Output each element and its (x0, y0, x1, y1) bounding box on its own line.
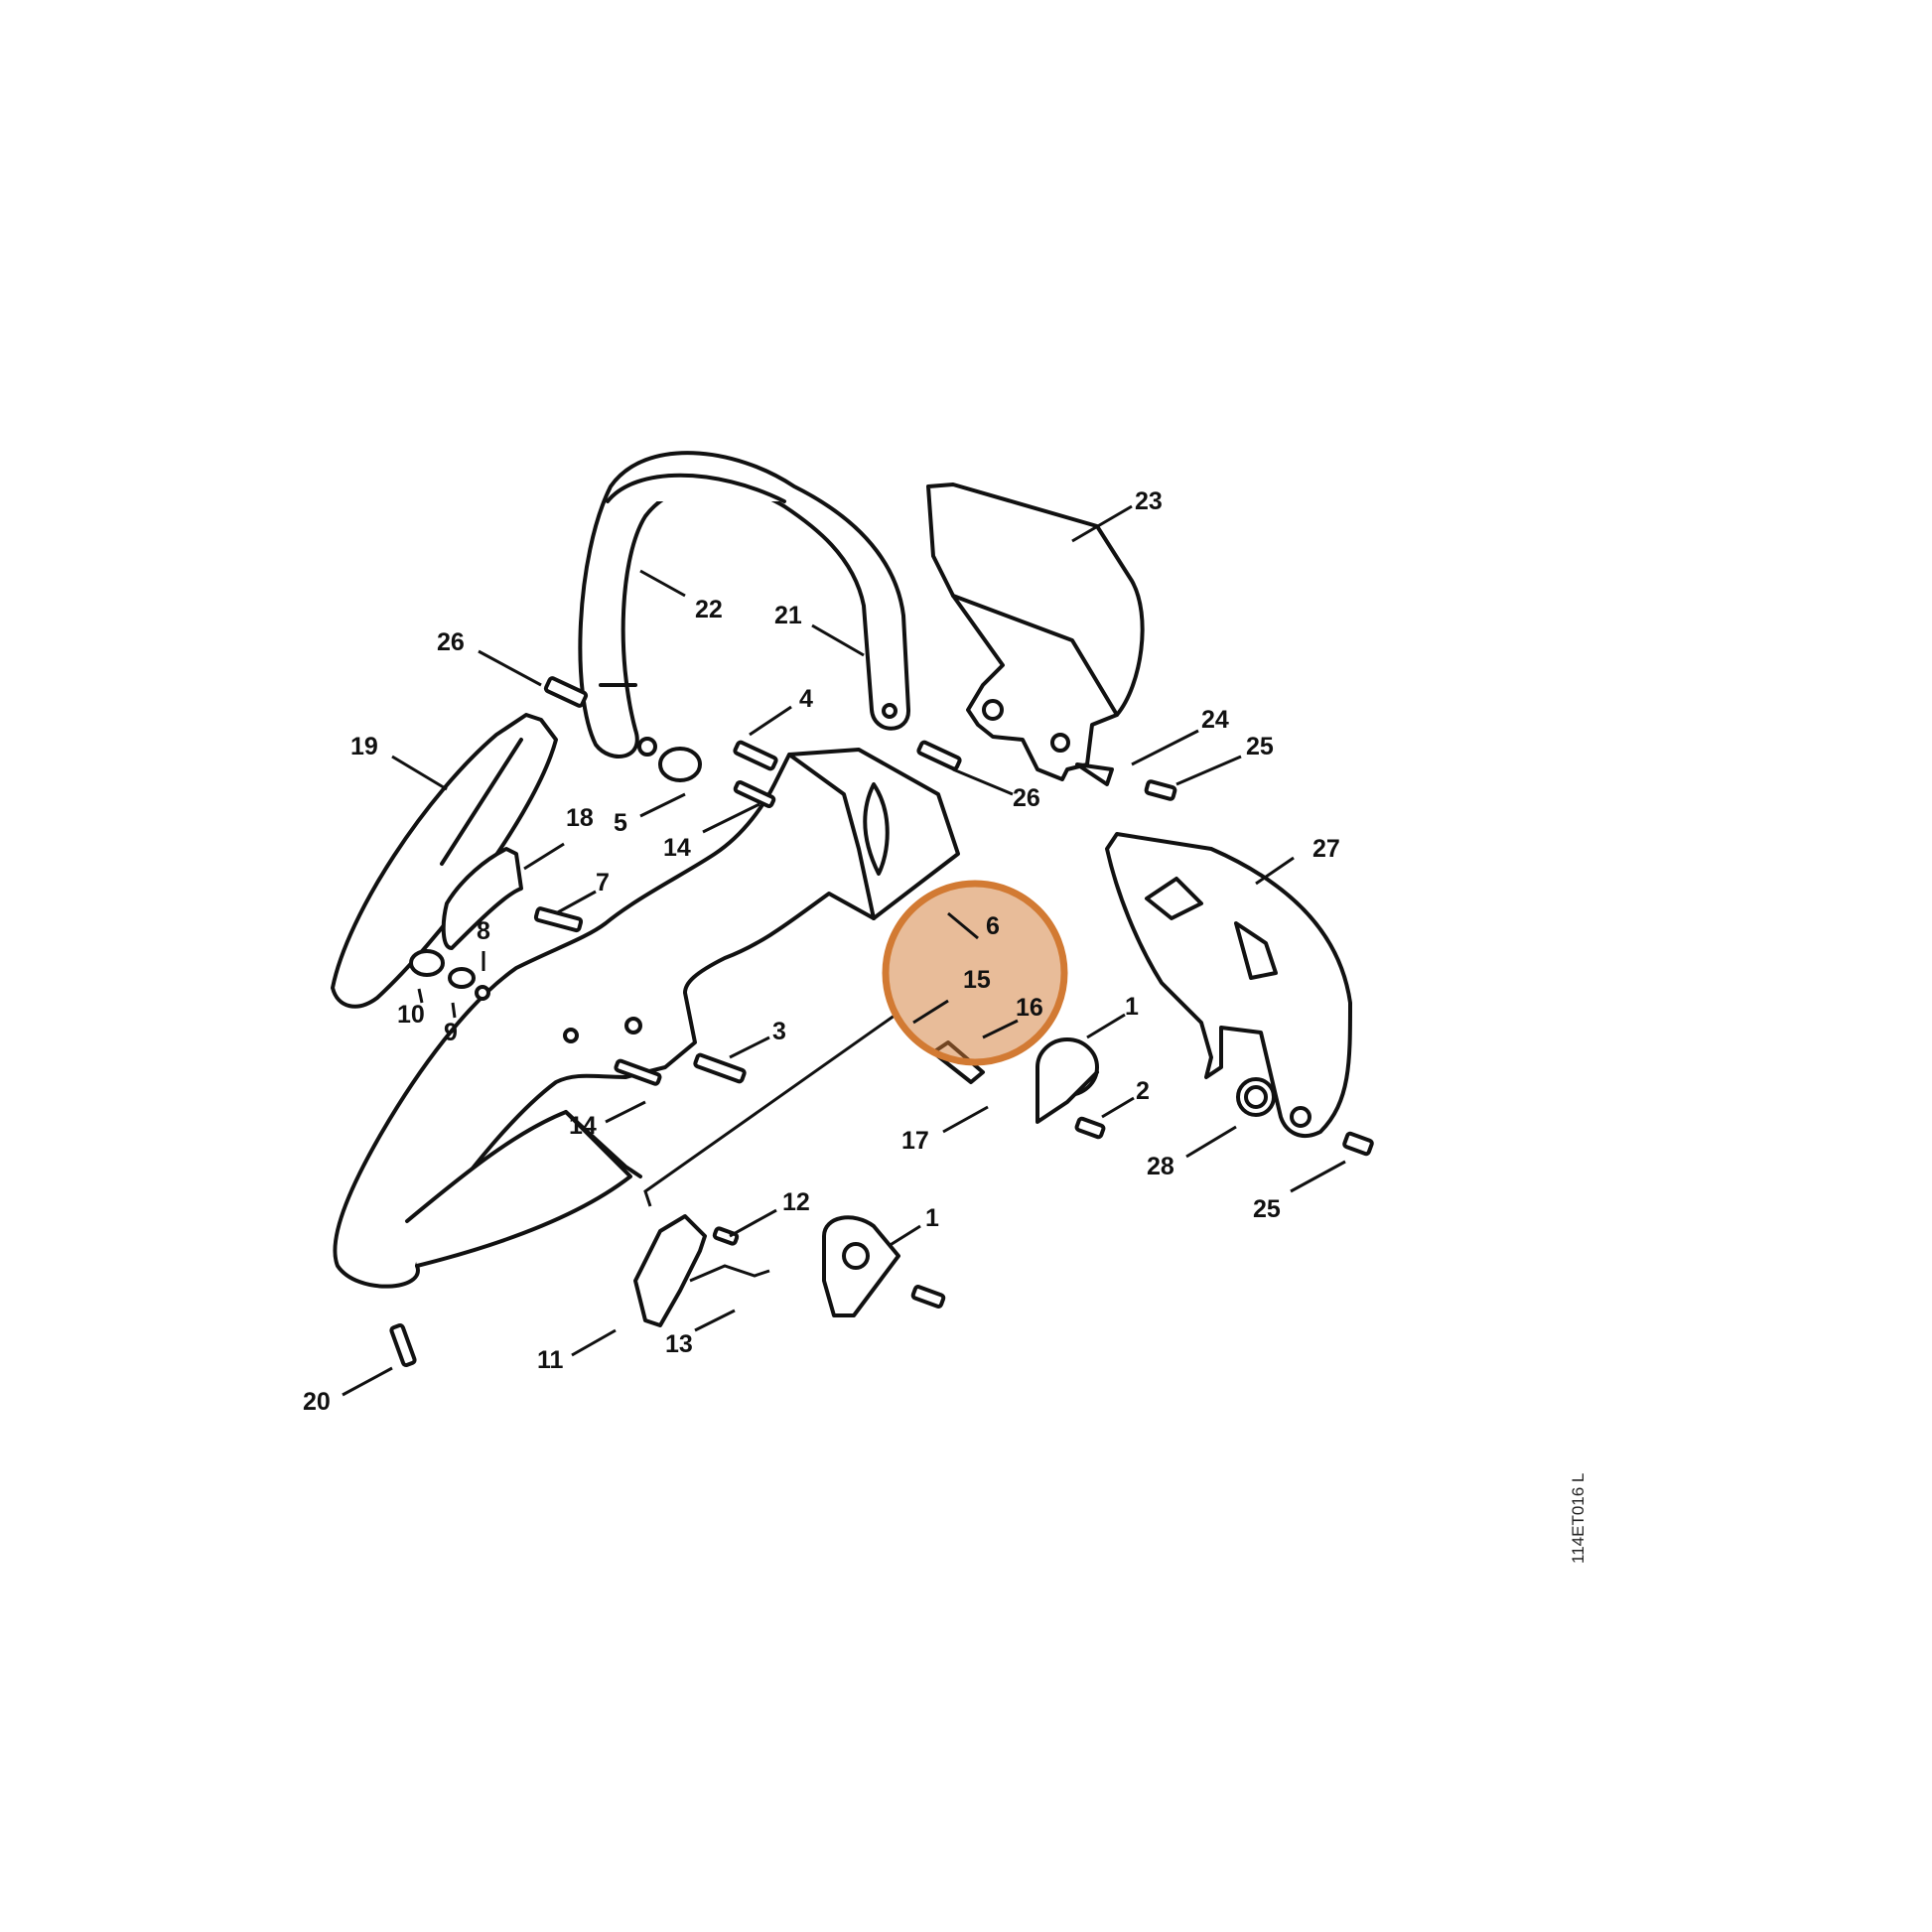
callout-23: 23 (1135, 487, 1163, 515)
callout-4: 4 (799, 685, 813, 713)
bracket-11 (633, 1214, 707, 1327)
side-grip-cover (331, 713, 558, 1009)
callout-labels: 23 22 21 26 4 19 24 25 26 5 14 18 27 7 6… (303, 487, 1340, 1416)
throttle-trigger (441, 847, 523, 950)
callout-26-top: 26 (437, 628, 465, 656)
rear-handle-cap (1105, 832, 1352, 1138)
callout-27: 27 (1312, 835, 1340, 863)
callout-3: 3 (772, 1018, 786, 1045)
callout-22: 22 (695, 596, 723, 623)
callout-15: 15 (963, 966, 991, 994)
callout-25-bottom: 25 (1253, 1195, 1281, 1223)
leader-lines (342, 504, 1346, 1397)
callout-1-lower: 1 (925, 1204, 939, 1232)
av-buffer-upper (1035, 1037, 1099, 1124)
front-handle-bar (578, 451, 911, 759)
av-buffer-lower (822, 1215, 900, 1317)
highlight-circle (882, 880, 1068, 1066)
callout-7: 7 (596, 869, 610, 897)
callout-16: 16 (1016, 994, 1043, 1022)
callout-8: 8 (477, 917, 490, 945)
chain-guard-cover (926, 483, 1145, 781)
callout-28: 28 (1147, 1153, 1174, 1180)
callout-21: 21 (774, 602, 802, 629)
spring-28 (1236, 1077, 1276, 1117)
callout-20: 20 (303, 1388, 331, 1416)
callout-17: 17 (901, 1127, 929, 1155)
callout-1-upper: 1 (1125, 993, 1139, 1021)
callout-6: 6 (986, 912, 1000, 940)
drawing-code: 114ET016 L (1569, 1473, 1587, 1564)
rear-handle-housing (333, 748, 960, 1289)
callout-14-bottom: 14 (569, 1112, 597, 1140)
callout-18: 18 (566, 804, 594, 832)
callout-14-top: 14 (663, 834, 691, 862)
callout-13: 13 (665, 1330, 693, 1358)
callout-25-top: 25 (1246, 733, 1274, 760)
callout-9: 9 (444, 1019, 458, 1046)
callout-11: 11 (537, 1346, 564, 1374)
callout-12: 12 (782, 1188, 810, 1216)
throttle-rod (643, 1011, 899, 1283)
callout-24: 24 (1201, 706, 1229, 734)
callout-5: 5 (614, 809, 627, 837)
callout-10: 10 (397, 1001, 425, 1029)
callout-26-mid: 26 (1013, 784, 1040, 812)
callout-19: 19 (350, 733, 378, 760)
callout-2: 2 (1136, 1077, 1150, 1105)
